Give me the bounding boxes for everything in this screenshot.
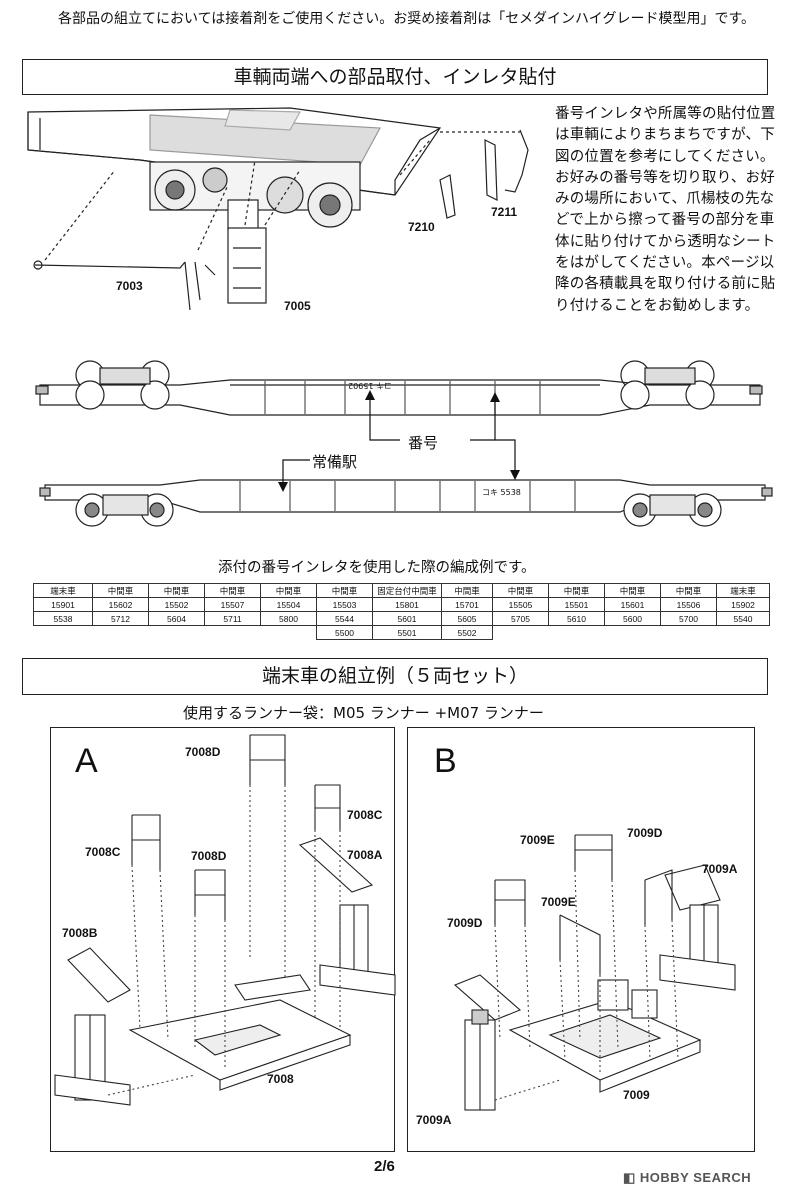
part-label-7008c-right: 7008C: [347, 808, 383, 822]
part-label-7009e-top: 7009E: [520, 833, 555, 847]
part-label-7009d-left: 7009D: [447, 916, 483, 930]
panel-a-letter: A: [75, 742, 98, 780]
section2-title-box: 端末車の組立例（５両セット）: [22, 658, 768, 695]
table-row: 5500 5501 5502: [34, 625, 770, 640]
part-label-7210: 7210: [408, 220, 435, 234]
part-label-7009d-right: 7009D: [627, 826, 663, 840]
part-label-7008d-mid: 7008D: [191, 849, 227, 863]
car-number-bottom: コキ 5538: [482, 488, 521, 497]
table-row: 5538 5712 5604 5711 5800 5544 5601 5605 …: [33, 611, 770, 626]
section1-title-box: 車輌両端への部品取付、インレタ貼付: [22, 59, 768, 95]
panel-b-letter: B: [434, 742, 457, 780]
formation-table: 端末車 中間車 中間車 中間車 中間車 中間車 固定台付中間車 中間車 中間車 …: [33, 583, 770, 640]
watermark-text: HOBBY SEARCH: [639, 1170, 752, 1185]
part-label-7009: 7009: [623, 1088, 650, 1102]
table-cell: 5501: [372, 625, 442, 640]
label-number: 番号: [408, 434, 439, 452]
assembly-panel-a: A: [50, 727, 395, 1152]
table-caption: 添付の番号インレタを使用した際の編成例です。: [218, 560, 536, 576]
runner-text: 使用するランナー袋：M05 ランナー +M07 ランナー: [183, 704, 544, 722]
part-label-7008c-left: 7008C: [85, 845, 121, 859]
section1-title: 車輌両端への部品取付、インレタ貼付: [233, 66, 557, 88]
table-cell: 5540: [716, 611, 770, 626]
part-label-7003: 7003: [116, 279, 143, 293]
table-cell: 5700: [660, 611, 717, 626]
label-station: 常備駅: [312, 453, 358, 471]
table-cell: 5705: [492, 611, 549, 626]
intro-text: 各部品の組立てにおいては接着剤をご使用ください。お奨め接着剤は「セメダインハイグ…: [58, 11, 756, 27]
watermark: ◧ HOBBY SEARCH: [623, 1170, 751, 1186]
part-label-7009a-bottom: 7009A: [416, 1113, 452, 1127]
decal-instructions: 番号インレタや所属等の貼付位置は車輌によりまちまちですが、下図の位置を参考にして…: [555, 106, 776, 314]
part-label-7008: 7008: [267, 1072, 294, 1086]
table-cell: 5604: [148, 611, 205, 626]
page-number: 2/6: [374, 1158, 395, 1175]
part-label-7211: 7211: [491, 205, 518, 219]
part-label-7009e-mid: 7009E: [541, 895, 576, 909]
table-row: 15901 15602 15502 15507 15504 15503 1580…: [33, 597, 770, 612]
part-label-7009a-top: 7009A: [702, 862, 738, 876]
section2-title: 端末車の組立例（５両セット）: [261, 665, 528, 687]
part-label-7008a: 7008A: [347, 848, 383, 862]
part-label-7005: 7005: [284, 299, 311, 313]
assembly-panel-b: B: [407, 727, 755, 1152]
table-cell: 5502: [441, 625, 493, 640]
hobby-search-logo-icon: ◧: [623, 1170, 640, 1185]
part-label-7008b: 7008B: [62, 926, 98, 940]
part-label-7008d-top: 7008D: [185, 745, 221, 759]
